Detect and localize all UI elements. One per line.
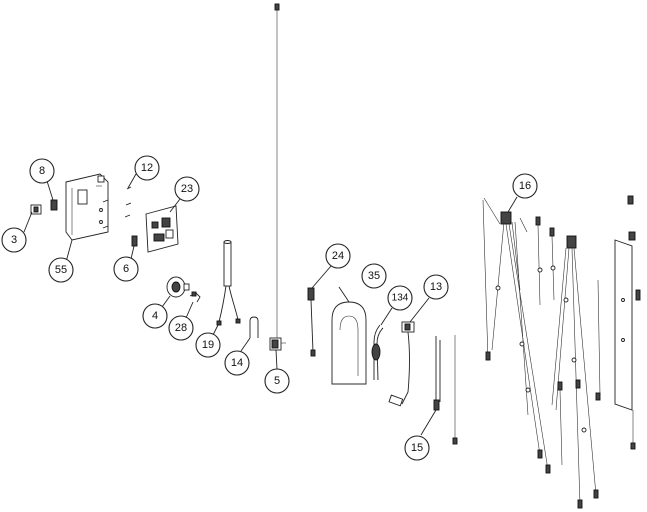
callout-16: 16 [512, 173, 538, 199]
part-15-sensor-pair [433, 335, 458, 445]
callout-4: 4 [142, 303, 168, 329]
callout-13: 13 [423, 274, 449, 300]
callout-28-label: 28 [175, 322, 187, 334]
callout-35-label: 35 [368, 270, 380, 282]
long-vertical-wire [274, 3, 280, 338]
part-14-clip [249, 316, 259, 338]
part-4-pressure-switch [166, 276, 190, 298]
callout-23-label: 23 [181, 183, 193, 195]
callout-35: 35 [361, 263, 387, 289]
callout-8: 8 [29, 158, 55, 184]
part-28-bracket [189, 291, 201, 303]
callout-3-label: 3 [11, 234, 17, 246]
callout-8-label: 8 [39, 165, 45, 177]
part-23-control-board [145, 205, 179, 253]
part-16-wire-harness [482, 197, 601, 509]
callout-6: 6 [113, 256, 139, 282]
part-5-transformer [269, 337, 286, 351]
callout-12-label: 12 [141, 162, 153, 174]
callout-28: 28 [168, 315, 194, 341]
callout-134: 134 [387, 285, 413, 311]
part-8-connector [50, 199, 58, 211]
part-3-switch [30, 204, 42, 215]
callout-24: 24 [325, 243, 351, 269]
callout-19: 19 [195, 332, 221, 358]
part-6-terminal [131, 235, 138, 247]
part-24-flame-sensor [307, 287, 316, 357]
callout-16-label: 16 [519, 180, 531, 192]
callout-4-label: 4 [152, 310, 158, 322]
part-134-hose [371, 324, 384, 381]
part-19-sensor [216, 240, 241, 326]
part-12-screws [102, 186, 132, 229]
callout-14-label: 14 [231, 357, 243, 369]
callout-55-label: 55 [55, 264, 67, 276]
callout-55: 55 [48, 257, 74, 283]
callout-15: 15 [404, 435, 430, 461]
callout-14: 14 [224, 350, 250, 376]
callout-23: 23 [174, 176, 200, 202]
callout-5-label: 5 [274, 375, 280, 387]
callout-6-label: 6 [123, 263, 129, 275]
leader-lines [23, 173, 518, 436]
callout-5: 5 [264, 368, 290, 394]
callout-19-label: 19 [202, 339, 214, 351]
part-13-probe [388, 321, 415, 407]
callout-3: 3 [1, 227, 27, 253]
callout-13-label: 13 [430, 281, 442, 293]
part-35-cover [331, 301, 367, 385]
right-side-plate [614, 195, 641, 450]
part-55-panel [65, 173, 109, 241]
callout-15-label: 15 [411, 442, 423, 454]
callout-12: 12 [134, 155, 160, 181]
callout-24-label: 24 [332, 250, 344, 262]
callout-134-label: 134 [392, 293, 409, 304]
